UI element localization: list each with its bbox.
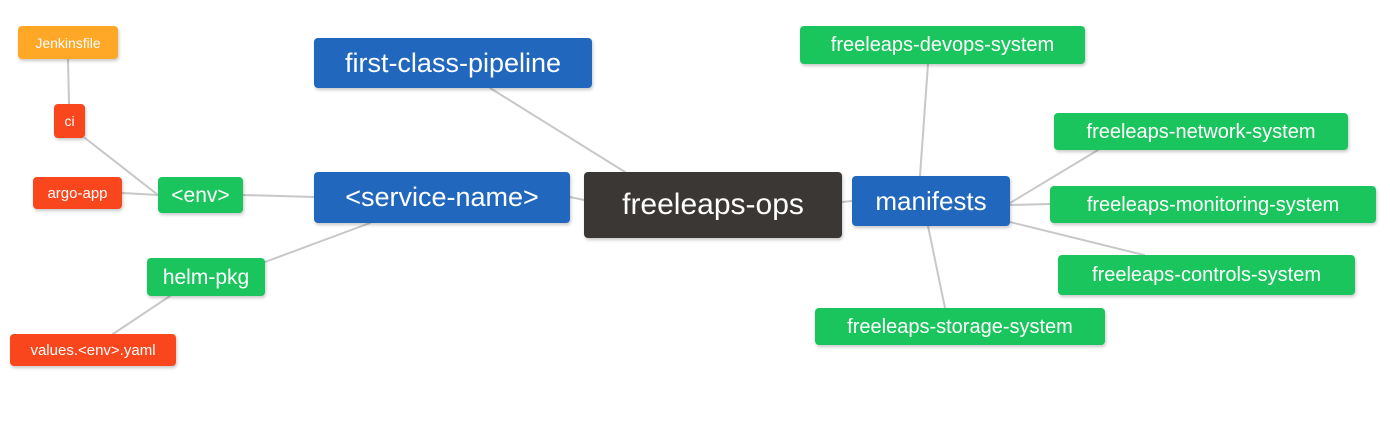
edge-values-yaml-to-helm-pkg <box>112 295 171 335</box>
node-storage-system[interactable]: freeleaps-storage-system <box>815 308 1105 345</box>
node-service-name[interactable]: <service-name> <box>314 172 570 223</box>
edge-env-to-service-name <box>242 194 315 198</box>
edge-manifests-to-controls-system <box>1009 221 1145 256</box>
node-freeleaps-ops[interactable]: freeleaps-ops <box>584 172 842 238</box>
node-network-system[interactable]: freeleaps-network-system <box>1054 113 1348 150</box>
edge-manifests-to-storage-system <box>927 225 946 309</box>
edge-first-class-to-freeleaps-ops <box>489 87 626 173</box>
node-helm-pkg[interactable]: helm-pkg <box>147 258 265 296</box>
node-jenkinsfile[interactable]: Jenkinsfile <box>18 26 118 59</box>
node-controls-system[interactable]: freeleaps-controls-system <box>1058 255 1355 295</box>
node-ci[interactable]: ci <box>54 104 85 138</box>
edge-helm-pkg-to-service-name <box>264 222 371 263</box>
edge-argo-app-to-env <box>121 192 159 196</box>
node-values-yaml[interactable]: values.<env>.yaml <box>10 334 176 366</box>
node-devops-system[interactable]: freeleaps-devops-system <box>800 26 1085 64</box>
node-first-class[interactable]: first-class-pipeline <box>314 38 592 88</box>
node-env[interactable]: <env> <box>158 177 243 213</box>
edge-service-name-to-freeleaps-ops <box>569 196 585 201</box>
node-monitoring-system[interactable]: freeleaps-monitoring-system <box>1050 186 1376 223</box>
edge-manifests-to-devops-system <box>919 63 929 177</box>
edge-freeleaps-ops-to-manifests <box>841 200 853 203</box>
node-manifests[interactable]: manifests <box>852 176 1010 226</box>
edge-manifests-to-monitoring-system <box>1009 203 1051 206</box>
node-argo-app[interactable]: argo-app <box>33 177 122 209</box>
edge-jenkinsfile-to-ci <box>67 58 70 105</box>
